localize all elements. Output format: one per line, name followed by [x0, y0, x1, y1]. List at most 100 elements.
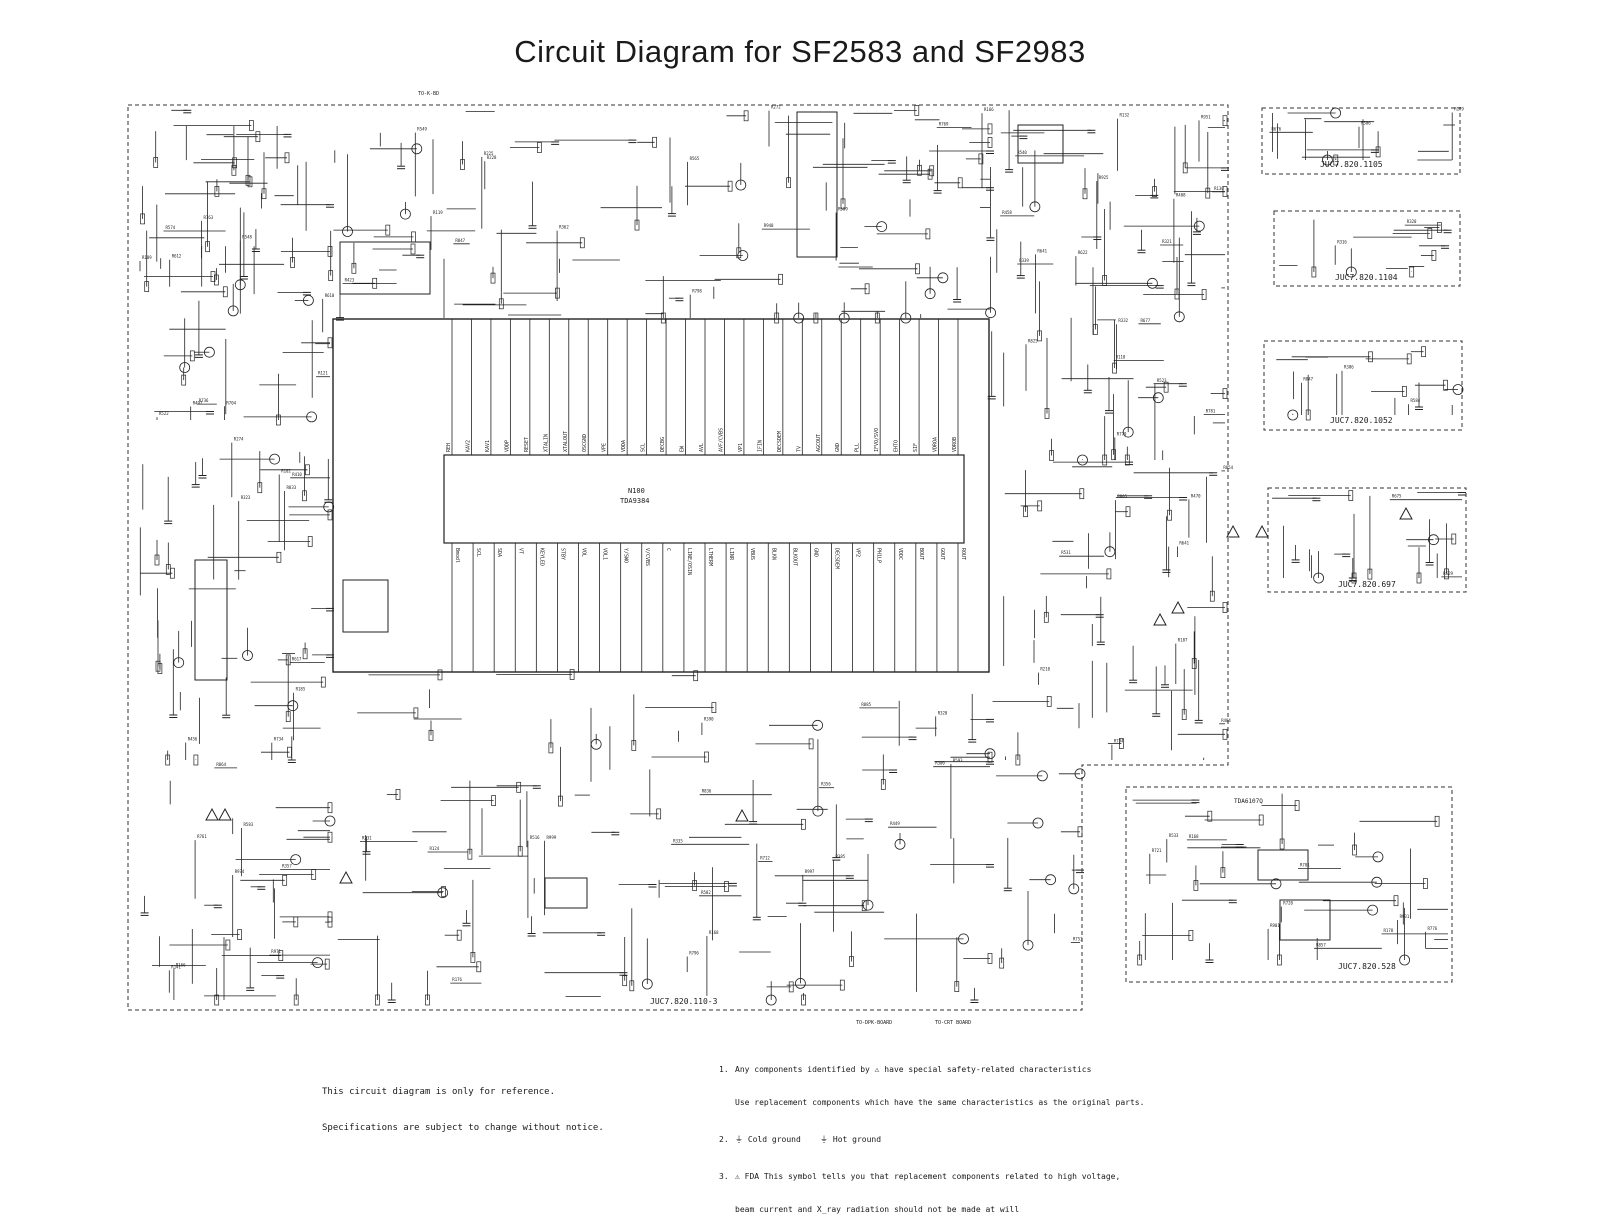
- resistor: [249, 120, 254, 131]
- transistor: [1345, 266, 1357, 278]
- resistor: [1311, 266, 1317, 278]
- resistor: [302, 648, 308, 660]
- resistor: [631, 740, 637, 751]
- transistor: [1399, 954, 1410, 966]
- component-ref: R132: [1120, 113, 1130, 118]
- component-ref: R825: [1028, 338, 1038, 343]
- component-ref: R540: [1017, 150, 1027, 155]
- resistor: [287, 746, 292, 758]
- module-label-1104: JUC7.820.1104: [1335, 273, 1398, 282]
- component-ref: R997: [805, 869, 815, 874]
- resistor: [778, 273, 783, 285]
- component-ref: R410: [292, 472, 302, 477]
- component-ref: R769: [939, 121, 949, 126]
- component-ref: R940: [764, 223, 774, 228]
- note-2: 2.⏚ Cold ground ⏚ Hot ground: [719, 1134, 1144, 1145]
- component-ref: R168: [709, 930, 719, 935]
- resistor: [490, 272, 496, 284]
- connector-dpk: TO-DPK-BOARD: [856, 1020, 892, 1026]
- resistor: [1427, 228, 1433, 239]
- resistor: [1079, 488, 1085, 500]
- component-ref: R864: [216, 762, 226, 767]
- resistor: [1333, 154, 1339, 166]
- transistor: [234, 279, 246, 291]
- component-ref: R423: [345, 278, 355, 283]
- resistor: [476, 961, 482, 973]
- resistor: [372, 277, 378, 289]
- transistor: [437, 887, 449, 899]
- component-ref: R753: [1073, 936, 1083, 941]
- resistor: [788, 981, 794, 993]
- component-ref: R798: [692, 289, 702, 294]
- resistor: [155, 660, 161, 672]
- resistor: [1222, 388, 1228, 399]
- resistor: [1119, 738, 1124, 749]
- ic-pin-label: REH: [446, 443, 452, 452]
- component-ref: R335: [673, 838, 683, 843]
- transistor: [765, 994, 777, 1006]
- resistor: [278, 950, 284, 961]
- resistor: [1102, 275, 1107, 286]
- resistor: [917, 164, 922, 176]
- ic-pin-label: SIF: [913, 443, 919, 452]
- transistor: [838, 312, 850, 324]
- resistor: [1423, 878, 1428, 889]
- transistor: [958, 933, 969, 945]
- component-ref: R712: [760, 856, 770, 861]
- ic-pin-label: GND: [812, 548, 818, 557]
- transistor: [1077, 454, 1088, 466]
- transistor: [1313, 572, 1324, 584]
- component-ref: R118: [1116, 355, 1126, 360]
- resistor: [1222, 115, 1228, 127]
- component-ref: R141: [171, 964, 181, 969]
- resistor: [1015, 754, 1021, 766]
- resistor: [839, 979, 845, 991]
- resistor: [276, 551, 282, 563]
- resistor: [1152, 186, 1157, 197]
- component-ref: R584: [1411, 398, 1421, 403]
- component-ref: R805: [1117, 494, 1127, 499]
- transistor: [1270, 878, 1282, 890]
- resistor: [153, 157, 159, 168]
- transistor: [302, 294, 314, 306]
- transistor: [812, 805, 824, 817]
- resistor: [214, 186, 220, 197]
- page-title: Circuit Diagram for SF2583 and SF2983: [514, 34, 1086, 69]
- resistor: [290, 257, 295, 268]
- component-ref: R185: [296, 687, 306, 692]
- component-ref: R761: [197, 834, 207, 839]
- resistor: [864, 283, 870, 295]
- component-ref: R178: [1384, 928, 1394, 933]
- component-ref: R323: [241, 495, 251, 500]
- resistor: [305, 464, 310, 476]
- component-ref: R951: [1201, 114, 1211, 119]
- resistor: [1174, 288, 1180, 300]
- module-box-1105: [1261, 107, 1461, 175]
- resistor: [222, 286, 228, 298]
- ic-pin-label: Y/SWO: [623, 548, 629, 563]
- resistor: [915, 263, 920, 275]
- component-ref: R931: [1400, 914, 1410, 919]
- resistor: [555, 287, 560, 299]
- ic-pin-label: VDDA: [621, 440, 627, 452]
- transistor: [1367, 904, 1378, 916]
- resistor: [1444, 568, 1449, 580]
- resistor: [1093, 324, 1098, 335]
- disclaimer-text: This circuit diagram is only for referen…: [322, 1062, 604, 1146]
- transistor: [793, 312, 805, 324]
- module-label-1052: JUC7.820.1052: [1330, 416, 1393, 425]
- ic-pin-label: SCL: [475, 548, 481, 557]
- resistor: [929, 165, 935, 177]
- note-3: 3.⚠ FDA This symbol tells you that repla…: [719, 1171, 1144, 1182]
- component-ref: R925: [1099, 175, 1109, 180]
- ic-pin-label: PH1LP: [876, 548, 882, 563]
- wiring: [139, 109, 1462, 1000]
- resistor: [327, 337, 333, 349]
- ic-pin-label: DECBG: [660, 437, 666, 452]
- component-ref: R456: [188, 737, 198, 742]
- component-ref: R833: [287, 485, 297, 490]
- warning-icon: [735, 808, 749, 822]
- resistor: [1037, 330, 1042, 342]
- component-ref: R763: [204, 215, 214, 220]
- transistor: [937, 272, 949, 284]
